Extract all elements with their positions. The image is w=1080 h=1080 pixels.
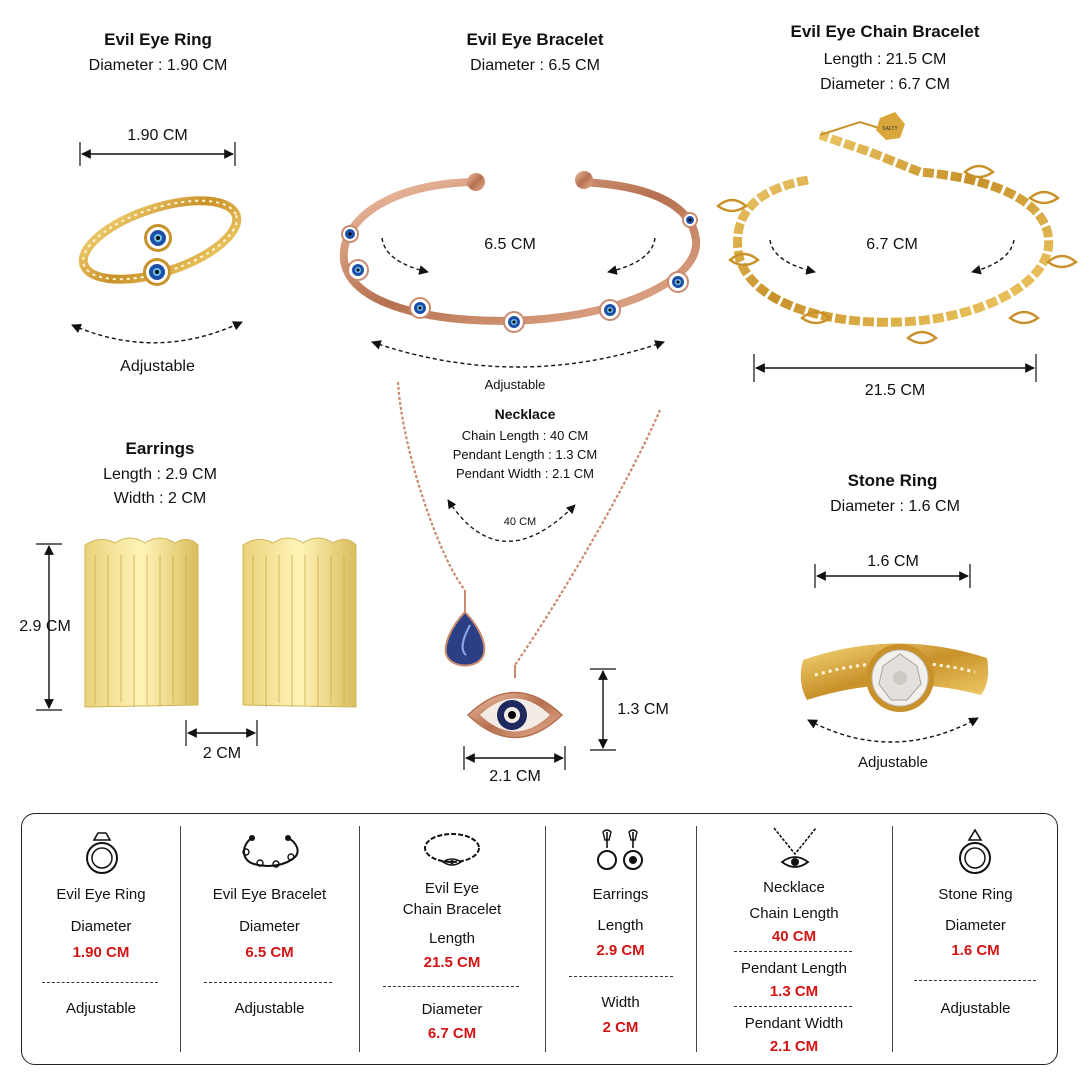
divider bbox=[359, 826, 360, 1052]
divider bbox=[892, 826, 893, 1052]
table-col-earrings: Earrings Length 2.9 CM Width 2 CM bbox=[545, 814, 696, 1064]
divider bbox=[696, 826, 697, 1052]
necklace-spec-pendant-width: Pendant Width : 2.1 CM bbox=[455, 466, 594, 481]
chain-bracelet-icon bbox=[424, 833, 480, 866]
chain-bracelet-measure-diameter: 6.7 CM bbox=[866, 236, 918, 253]
divider bbox=[180, 826, 181, 1052]
summary-table: Evil Eye Ring Diameter 1.90 CM Adjustabl… bbox=[21, 813, 1058, 1065]
table-col-stone-ring: Stone Ring Diameter 1.6 CM Adjustable bbox=[892, 814, 1059, 1064]
table-item-value: 1.3 CM bbox=[769, 983, 819, 1000]
cuff-bracelet-icon bbox=[242, 835, 299, 868]
stone-ring-spec: Diameter : 1.6 CM bbox=[830, 498, 960, 515]
chain-bracelet-spec-length: Length : 21.5 CM bbox=[823, 51, 947, 68]
evil-eye-bracelet-image bbox=[339, 171, 701, 333]
table-item-value: 2.1 CM bbox=[769, 1038, 819, 1055]
evil-eye-ring-image bbox=[78, 196, 242, 286]
necklace-title: Necklace bbox=[494, 406, 556, 422]
dashed-separator bbox=[569, 976, 673, 977]
necklace-spec-chain: Chain Length : 40 CM bbox=[461, 428, 589, 443]
dashed-separator bbox=[914, 980, 1036, 981]
table-item-label: Diameter bbox=[239, 918, 300, 935]
table-item-title: Necklace bbox=[763, 879, 825, 896]
table-item-value: 2 CM bbox=[602, 1019, 639, 1036]
necklace-measure-width: 2.1 CM bbox=[489, 768, 541, 785]
earrings-spec-width: Width : 2 CM bbox=[113, 490, 207, 507]
stone-ring-measure-label: 1.6 CM bbox=[867, 553, 919, 570]
table-item-note: Adjustable bbox=[234, 1000, 305, 1017]
necklace-measure-chain: 40 CM bbox=[503, 516, 537, 528]
necklace-measure-height: 1.3 CM bbox=[617, 701, 669, 718]
ring-measure-label: 1.90 CM bbox=[127, 127, 188, 144]
table-item-title: Evil Eye Bracelet bbox=[212, 886, 327, 903]
earrings-title: Earrings bbox=[125, 439, 195, 458]
divider bbox=[545, 826, 546, 1052]
table-item-label: Length bbox=[429, 930, 475, 947]
ring-title: Evil Eye Ring bbox=[104, 30, 212, 49]
table-item-label: Chain Length bbox=[749, 905, 839, 922]
table-item-value: 40 CM bbox=[771, 928, 817, 945]
table-item-label: Diameter bbox=[945, 917, 1006, 934]
earrings-icon bbox=[597, 829, 643, 870]
table-col-chain-bracelet: Evil Eye Chain Bracelet Length 21.5 CM D… bbox=[359, 814, 545, 1064]
earrings-measure-height: 2.9 CM bbox=[19, 618, 71, 635]
table-item-label: Width bbox=[601, 994, 640, 1011]
table-item-title: Earrings bbox=[592, 886, 649, 903]
chain-bracelet-spec-diameter: Diameter : 6.7 CM bbox=[820, 76, 950, 93]
table-col-evil-eye-bracelet: Evil Eye Bracelet Diameter 6.5 CM Adjust… bbox=[180, 814, 359, 1064]
chain-bracelet-title: Evil Eye Chain Bracelet bbox=[790, 22, 980, 41]
table-item-label: Diameter bbox=[421, 1001, 483, 1018]
earrings-spec-length: Length : 2.9 CM bbox=[103, 466, 217, 483]
table-item-value: 2.9 CM bbox=[596, 942, 645, 959]
stone-ring-note: Adjustable bbox=[857, 754, 929, 771]
chain-bracelet-measure-length: 21.5 CM bbox=[864, 382, 926, 399]
stone-ring-image bbox=[800, 643, 989, 712]
dashed-separator bbox=[42, 982, 158, 983]
ring-spec: Diameter : 1.90 CM bbox=[88, 57, 228, 74]
table-item-label: Pendant Width bbox=[744, 1015, 844, 1032]
table-item-title: Stone Ring bbox=[938, 886, 1013, 903]
dashed-separator bbox=[734, 1006, 852, 1007]
stone-ring-title: Stone Ring bbox=[847, 471, 938, 490]
necklace-spec-pendant-length: Pendant Length : 1.3 CM bbox=[452, 447, 598, 462]
earrings-measure-width: 2 CM bbox=[202, 745, 242, 762]
table-item-value: 1.90 CM bbox=[72, 944, 130, 961]
table-item-note: Adjustable bbox=[940, 1000, 1011, 1017]
table-col-necklace: Necklace Chain Length 40 CM Pendant Leng… bbox=[696, 814, 892, 1064]
table-item-value: 6.5 CM bbox=[245, 944, 294, 961]
evil-eye-chain-bracelet-image: SALTY bbox=[716, 112, 1078, 345]
ring-icon bbox=[86, 832, 118, 874]
table-item-label: Diameter bbox=[70, 918, 132, 935]
table-item-label: Pendant Length bbox=[741, 960, 847, 977]
table-item-title-line1: Evil Eye bbox=[424, 880, 480, 897]
table-item-title-line2: Chain Bracelet bbox=[402, 901, 502, 918]
bracelet-note: Adjustable bbox=[484, 377, 546, 392]
bracelet-measure-label: 6.5 CM bbox=[484, 236, 536, 253]
chain-bracelet-tag-text: SALTY bbox=[882, 126, 898, 132]
table-item-note: Adjustable bbox=[65, 1000, 137, 1017]
table-item-value: 21.5 CM bbox=[423, 954, 481, 971]
bracelet-spec: Diameter : 6.5 CM bbox=[470, 57, 600, 74]
necklace-icon bbox=[773, 827, 817, 868]
dashed-separator bbox=[734, 951, 852, 952]
table-item-value: 6.7 CM bbox=[427, 1025, 477, 1042]
dashed-separator bbox=[383, 986, 519, 987]
stone-ring-icon bbox=[959, 828, 991, 874]
ring-note: Adjustable bbox=[120, 358, 195, 375]
table-col-evil-eye-ring: Evil Eye Ring Diameter 1.90 CM Adjustabl… bbox=[22, 814, 180, 1064]
table-item-title: Evil Eye Ring bbox=[56, 886, 146, 903]
bracelet-title: Evil Eye Bracelet bbox=[466, 30, 604, 49]
dashed-separator bbox=[204, 982, 332, 983]
table-item-label: Length bbox=[597, 917, 644, 934]
table-item-value: 1.6 CM bbox=[951, 942, 1000, 959]
earrings-image bbox=[84, 537, 357, 708]
